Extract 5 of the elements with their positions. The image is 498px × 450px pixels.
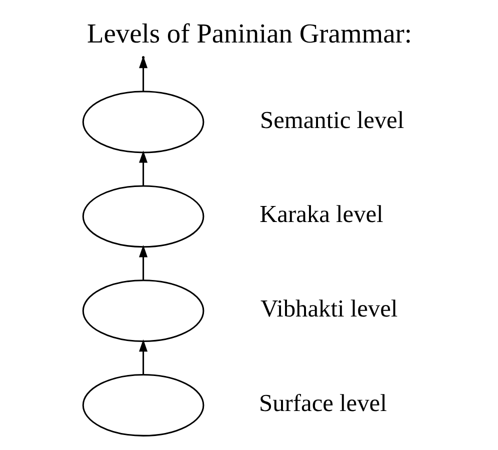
node-label: Karaka level — [259, 201, 383, 228]
diagram-title: Levels of Paninian Grammar: — [86, 18, 412, 48]
node-label: Surface level — [258, 390, 386, 418]
node-label: Vibhakti level — [260, 296, 398, 323]
node-label: Semantic level — [260, 106, 404, 134]
